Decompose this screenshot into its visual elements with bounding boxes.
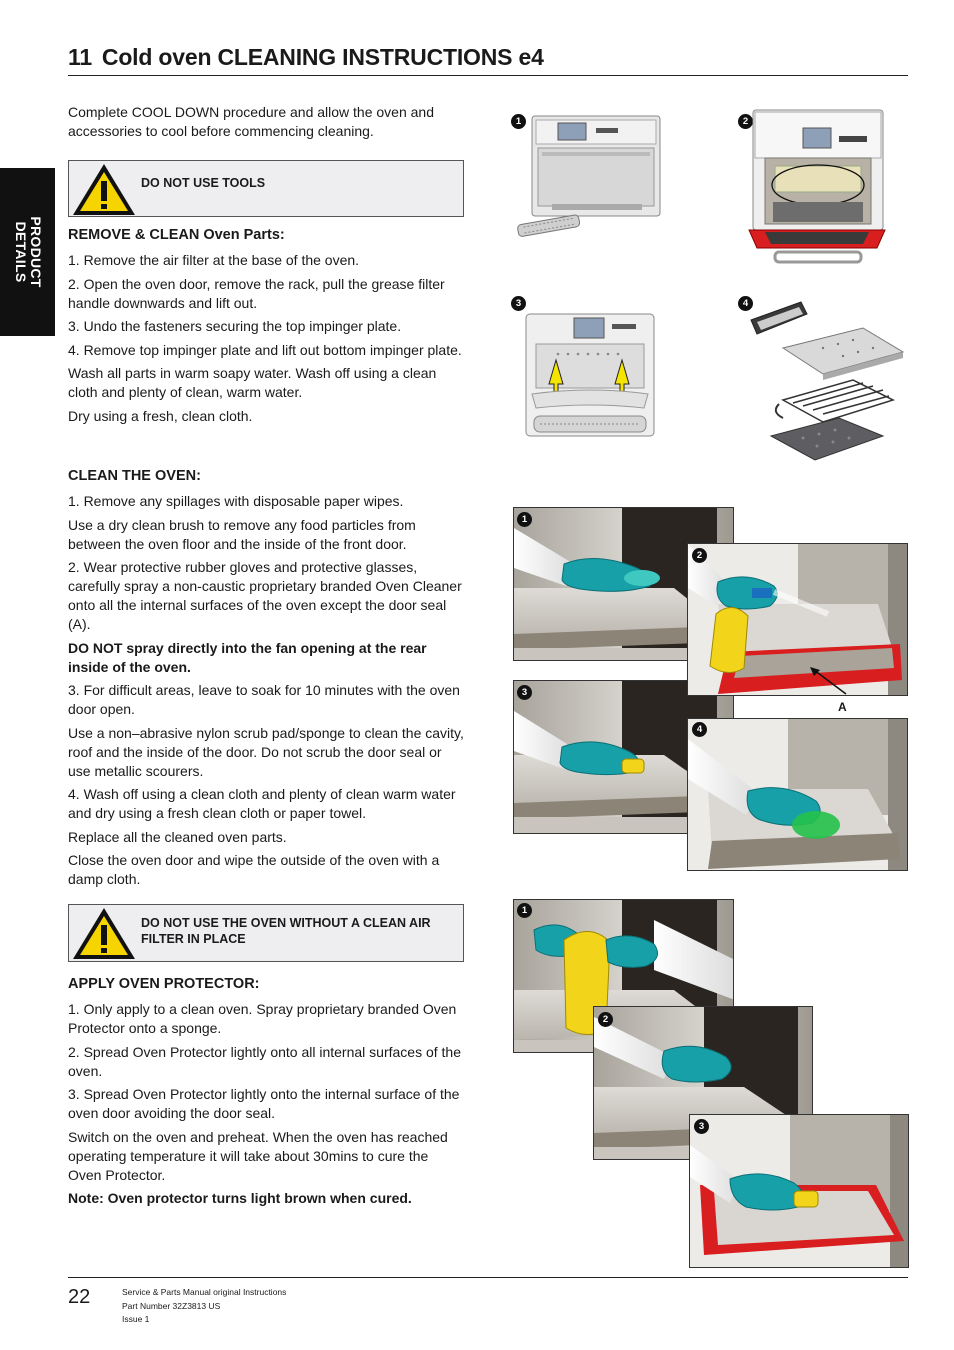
remove-clean-para: 3. Undo the fasteners securing the top i… [68, 318, 402, 334]
remove-clean-para: 1. Remove the air filter at the base of … [68, 252, 360, 268]
footer-divider [68, 1277, 908, 1278]
remove-clean-para: 2. Open the oven door, remove the rack, … [68, 275, 445, 311]
step-number-badge: 2 [598, 1012, 613, 1027]
step-number-badge: 2 [738, 114, 753, 129]
side-tab-line1: PRODUCT [27, 216, 44, 288]
remove-clean-para: Wash all parts in warm soapy water. Wash… [68, 365, 437, 400]
step-number-badge: 3 [517, 685, 532, 700]
apply-protector-para: 2. Spread Oven Protector lightly onto al… [68, 1043, 461, 1079]
clean-oven-para: 1. Remove any spillages with disposable … [68, 493, 404, 509]
intro-text: Complete COOL DOWN procedure and allow t… [68, 104, 434, 139]
step-number-badge: 4 [692, 722, 707, 737]
clean-oven-para: Replace all the cleaned oven parts. [68, 828, 287, 845]
apply-protector-para: 1. Only apply to a clean oven. Spray pro… [68, 1001, 457, 1036]
clean-oven-para: 2. Wear protective rubber gloves and pro… [68, 559, 462, 632]
clean-oven-para: 3. For difficult areas, leave to soak fo… [68, 682, 460, 717]
apply-protector-note: Note: Oven protector turns light brown w… [68, 1190, 412, 1206]
section-number: 11 [68, 44, 92, 70]
section-title: Cold oven CLEANING INSTRUCTIONS e4 [101, 44, 544, 70]
clean-oven-para: 4. Wash off using a clean cloth and plen… [68, 786, 456, 821]
warning-text-air-filter: DO NOT USE THE OVEN WITHOUT A CLEAN AIR … [141, 916, 431, 946]
seal-pointer-arrow [810, 667, 847, 695]
warning-box-air-filter: DO NOT USE THE OVEN WITHOUT A CLEAN AIR … [68, 904, 464, 962]
warning-text-tools: DO NOT USE TOOLS [141, 176, 266, 190]
step-number-badge: 3 [694, 1119, 709, 1134]
step-number-badge: 1 [517, 903, 532, 918]
clean-oven-para: Use a non–abrasive nylon scrub pad/spong… [68, 724, 464, 779]
warning-box-tools: DO NOT USE TOOLS [68, 160, 464, 217]
warning-triangle-icon [73, 908, 135, 959]
remove-clean-para: Dry using a fresh, clean cloth. [68, 407, 253, 424]
intro-block: Complete COOL DOWN procedure and allow t… [68, 103, 464, 146]
footer-line1: Service & Parts Manual original Instruct… [122, 1287, 287, 1297]
footer-line2: Part Number 32Z3813 US [122, 1300, 221, 1311]
clean-oven-para: Close the oven door and wipe the outside… [68, 852, 440, 887]
footer-info: Service & Parts Manual original Instruct… [122, 1286, 286, 1327]
oven-parts-exploded-illustration [750, 301, 905, 461]
photo-wipe-oven [513, 507, 734, 661]
clean-oven-para: Use a dry clean brush to remove any food… [68, 516, 416, 552]
clean-oven-section: CLEAN THE OVEN: 1. Remove any spillages … [68, 467, 464, 894]
photo-spray-cleaner [687, 543, 908, 696]
clean-oven-warning-para: DO NOT spray directly into the fan openi… [68, 639, 427, 675]
step-number-badge: 3 [511, 296, 526, 311]
photo-wash-off [687, 718, 908, 871]
seal-label-a: A [838, 700, 847, 714]
step-number-badge: 2 [692, 548, 707, 563]
page-title: 11 Cold oven CLEANING INSTRUCTIONS e4 [68, 44, 908, 76]
remove-clean-heading: REMOVE & CLEAN Oven Parts: [68, 227, 285, 243]
apply-protector-para: 3. Spread Oven Protector lightly onto th… [68, 1086, 460, 1121]
footer-line3: Issue 1 [122, 1314, 150, 1324]
photo-protect-door [689, 1114, 909, 1268]
apply-protector-para: Switch on the oven and preheat. When the… [68, 1128, 448, 1183]
apply-protector-section: APPLY OVEN PROTECTOR: 1. Only apply to a… [68, 975, 464, 1213]
apply-protector-heading: APPLY OVEN PROTECTOR: [68, 976, 260, 992]
warning-triangle-icon [73, 164, 135, 215]
step-number-badge: 1 [511, 114, 526, 129]
page-number: 22 [68, 1286, 91, 1308]
clean-oven-heading: CLEAN THE OVEN: [68, 468, 201, 484]
oven-closed-illustration [517, 115, 661, 237]
oven-open-illustration [748, 109, 886, 264]
step-number-badge: 4 [738, 296, 753, 311]
oven-impinger-illustration [525, 313, 655, 437]
side-tab-line2: DETAILS [12, 221, 29, 283]
remove-clean-para: 4. Remove top impinger plate and lift ou… [68, 341, 462, 358]
remove-clean-section: REMOVE & CLEAN Oven Parts: 1. Remove the… [68, 226, 464, 430]
step-number-badge: 1 [517, 512, 532, 527]
